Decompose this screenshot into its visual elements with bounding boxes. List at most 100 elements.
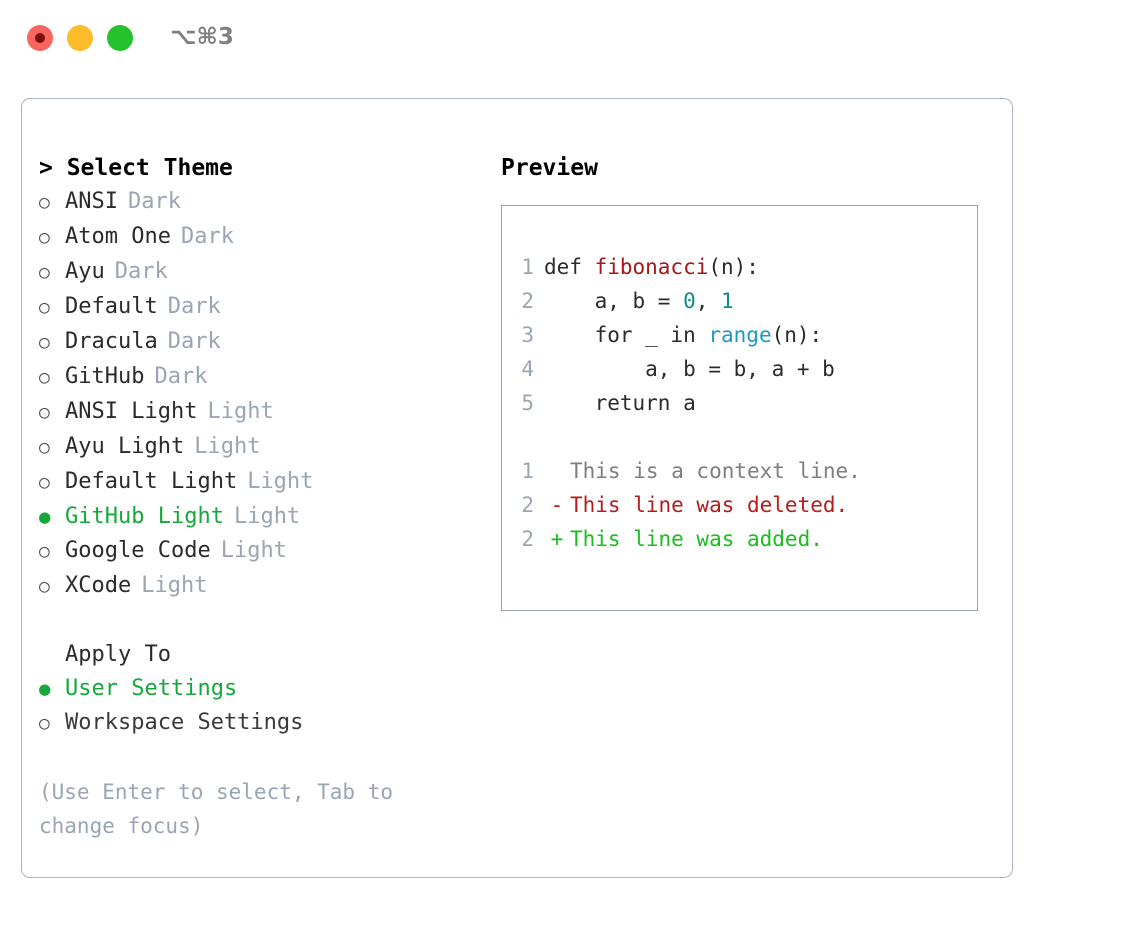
apply-to-heading: Apply To (65, 642, 171, 667)
theme-kind-badge: Light (207, 399, 274, 424)
line-number: 4 (521, 357, 534, 381)
close-window-icon[interactable] (27, 25, 53, 51)
code-token: 0 (683, 289, 696, 313)
apply-to-option-user-settings[interactable]: ●User Settings (39, 672, 479, 706)
select-theme-heading: > Select Theme (39, 155, 233, 181)
diff-sample: 1 This is a context line.2-This line was… (502, 454, 977, 556)
theme-kind-badge: Dark (180, 224, 234, 249)
line-number: 2 (521, 493, 534, 517)
traffic-light-buttons (27, 25, 133, 51)
code-token: def (544, 255, 595, 279)
code-token: (n): (708, 255, 759, 279)
minimize-window-icon[interactable] (67, 25, 93, 51)
preview-heading: Preview (501, 155, 598, 181)
keyboard-shortcut-label: ⌥⌘3 (170, 24, 234, 50)
diff-line-ctx: 1 This is a context line. (502, 454, 977, 488)
theme-kind-badge: Dark (154, 364, 208, 389)
code-token: return a (544, 391, 696, 415)
theme-option-ansi[interactable]: ○ ANSI Dark (39, 185, 479, 220)
apply-to-option-label: User Settings (65, 676, 238, 701)
line-number: 3 (521, 323, 534, 347)
maximize-window-icon[interactable] (107, 25, 133, 51)
theme-name-label: GitHub (65, 364, 145, 389)
line-number: 1 (521, 255, 534, 279)
title-bar: ⌥⌘3 (0, 0, 1140, 76)
radio-unselected-icon: ○ (39, 713, 50, 734)
code-line: 3 for _ in range(n): (502, 318, 977, 352)
radio-unselected-icon: ○ (39, 437, 50, 458)
code-token: a, b = (544, 289, 684, 313)
theme-name-label: Ayu (65, 259, 105, 284)
radio-unselected-icon: ○ (39, 262, 50, 283)
code-line: 2 a, b = 0, 1 (502, 284, 977, 318)
code-token: fibonacci (594, 255, 709, 279)
radio-unselected-icon: ○ (39, 402, 50, 423)
code-text: a, b = 0, 1 (544, 284, 734, 318)
diff-line-del: 2-This line was deleted. (502, 488, 977, 522)
theme-option-atom-one[interactable]: ○ Atom One Dark (39, 220, 479, 255)
radio-unselected-icon: ○ (39, 367, 50, 388)
theme-name-label: ANSI Light (65, 399, 198, 424)
code-token: a, b = b, a + b (544, 357, 835, 381)
apply-to-option-label: Workspace Settings (65, 710, 304, 735)
code-token: 1 (721, 289, 734, 313)
radio-unselected-icon: ○ (39, 297, 50, 318)
radio-unselected-icon: ○ (39, 192, 50, 213)
code-line: 4 a, b = b, a + b (502, 352, 977, 386)
apply-to-option-workspace-settings[interactable]: ○ Workspace Settings (39, 706, 479, 741)
line-number: 2 (521, 527, 534, 551)
code-token: for _ in (544, 323, 709, 347)
preview-spacer (502, 420, 977, 454)
radio-selected-icon: ● (39, 506, 51, 528)
theme-name-label: Atom One (65, 224, 171, 249)
code-text: for _ in range(n): (544, 318, 823, 352)
apply-to-options[interactable]: ●User Settings ○ Workspace Settings (39, 672, 479, 741)
diff-marker: + (550, 527, 564, 551)
radio-unselected-icon: ○ (39, 227, 50, 248)
code-text: return a (544, 386, 696, 420)
diff-text: This line was deleted. (570, 493, 849, 517)
code-line: 1 def fibonacci(n): (502, 250, 977, 284)
keyboard-hint-text: (Use Enter to select, Tab to change focu… (39, 780, 394, 838)
theme-name-label: Dracula (65, 329, 158, 354)
radio-unselected-icon: ○ (39, 541, 50, 562)
code-text: def fibonacci(n): (544, 250, 759, 284)
diff-marker (544, 454, 570, 488)
theme-kind-badge: Light (194, 434, 261, 459)
theme-name-label: GitHub Light (65, 504, 224, 529)
theme-option-github[interactable]: ○ GitHub Dark (39, 360, 479, 395)
theme-option-ayu[interactable]: ○ Ayu Dark (39, 255, 479, 290)
theme-kind-badge: Dark (167, 294, 221, 319)
radio-unselected-icon: ○ (39, 472, 50, 493)
theme-name-label: XCode (65, 573, 132, 598)
theme-option-default[interactable]: ○ Default Dark (39, 290, 479, 325)
theme-option-ansi-light[interactable]: ○ ANSI Light Light (39, 395, 479, 430)
line-number: 1 (521, 459, 534, 483)
theme-name-label: Google Code (65, 538, 211, 563)
theme-name-label: ANSI (65, 189, 118, 214)
theme-kind-badge: Dark (114, 259, 168, 284)
code-text: a, b = b, a + b (544, 352, 835, 386)
theme-kind-badge: Light (247, 469, 314, 494)
theme-kind-badge: Dark (167, 329, 221, 354)
theme-kind-badge: Dark (127, 189, 181, 214)
theme-name-label: Default (65, 294, 158, 319)
code-line: 5 return a (502, 386, 977, 420)
line-number: 5 (521, 391, 534, 415)
code-token: (n): (771, 323, 823, 347)
theme-kind-badge: Light (141, 573, 208, 598)
code-token: , (695, 289, 722, 313)
code-token: range (708, 323, 772, 347)
